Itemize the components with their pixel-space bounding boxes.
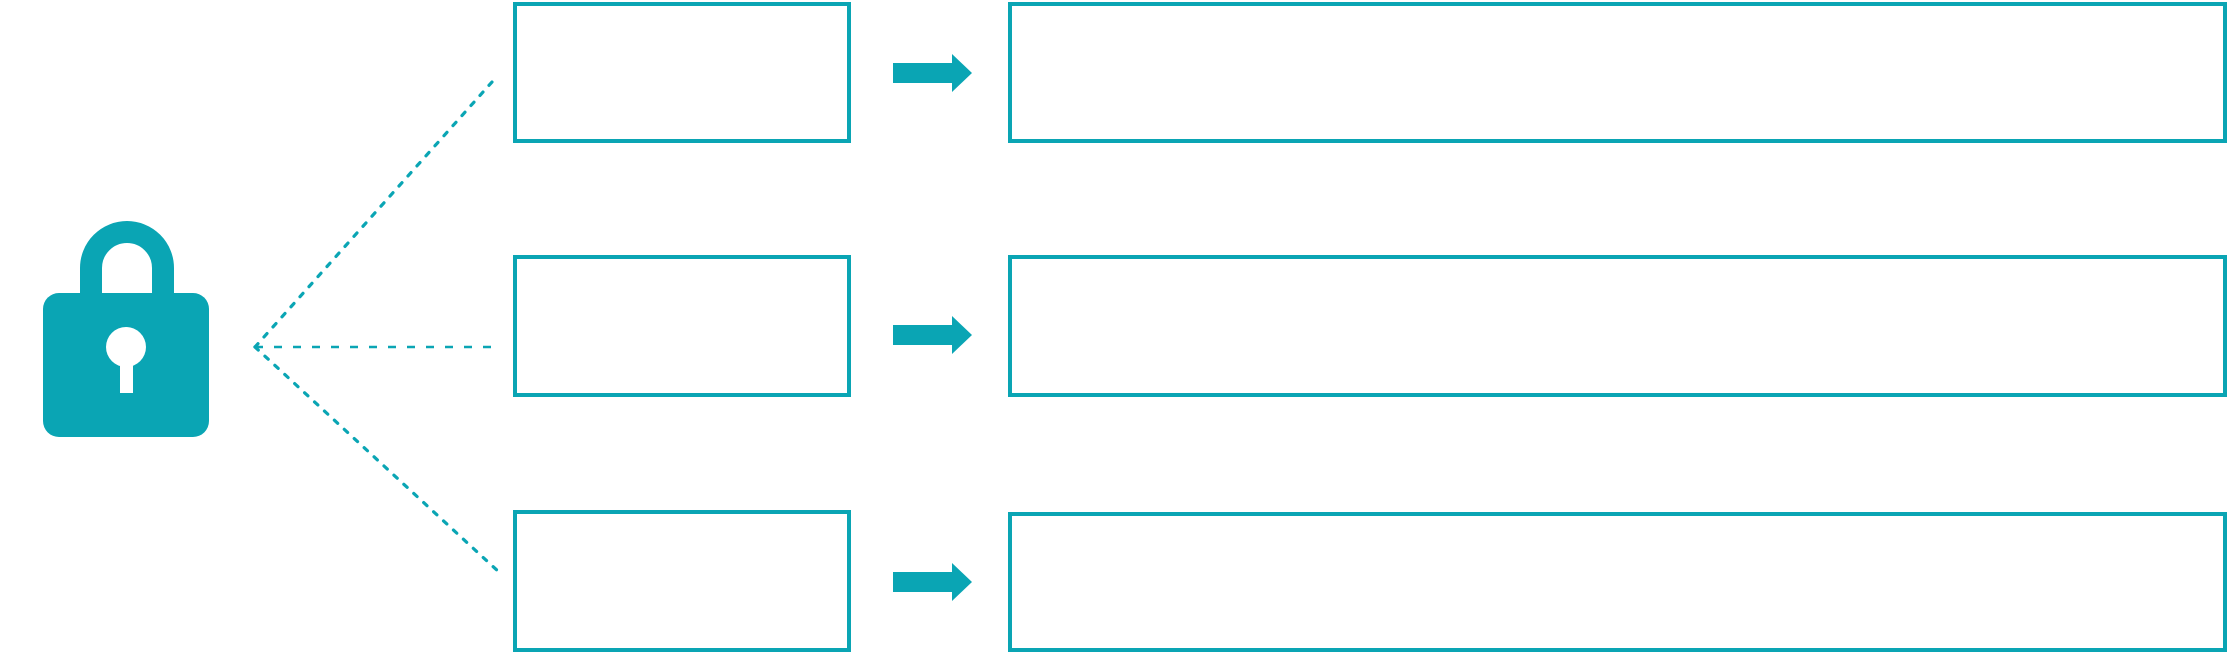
large-box-1 — [1008, 2, 2227, 143]
right-arrow-icon-2 — [893, 316, 972, 354]
small-box-1 — [513, 2, 851, 143]
padlock-keyhole-stem — [120, 352, 133, 393]
small-box-3 — [513, 510, 851, 652]
connector-line-top — [253, 80, 494, 349]
small-box-2 — [513, 255, 851, 397]
padlock-keyhole — [106, 327, 146, 367]
padlock-shackle — [80, 221, 174, 300]
right-arrow-icon-3 — [893, 563, 972, 601]
large-box-2 — [1008, 255, 2227, 397]
padlock-icon — [43, 221, 209, 437]
right-arrow-icon-1 — [893, 54, 972, 92]
connector-line-bottom — [253, 345, 502, 575]
large-box-3 — [1008, 512, 2227, 652]
